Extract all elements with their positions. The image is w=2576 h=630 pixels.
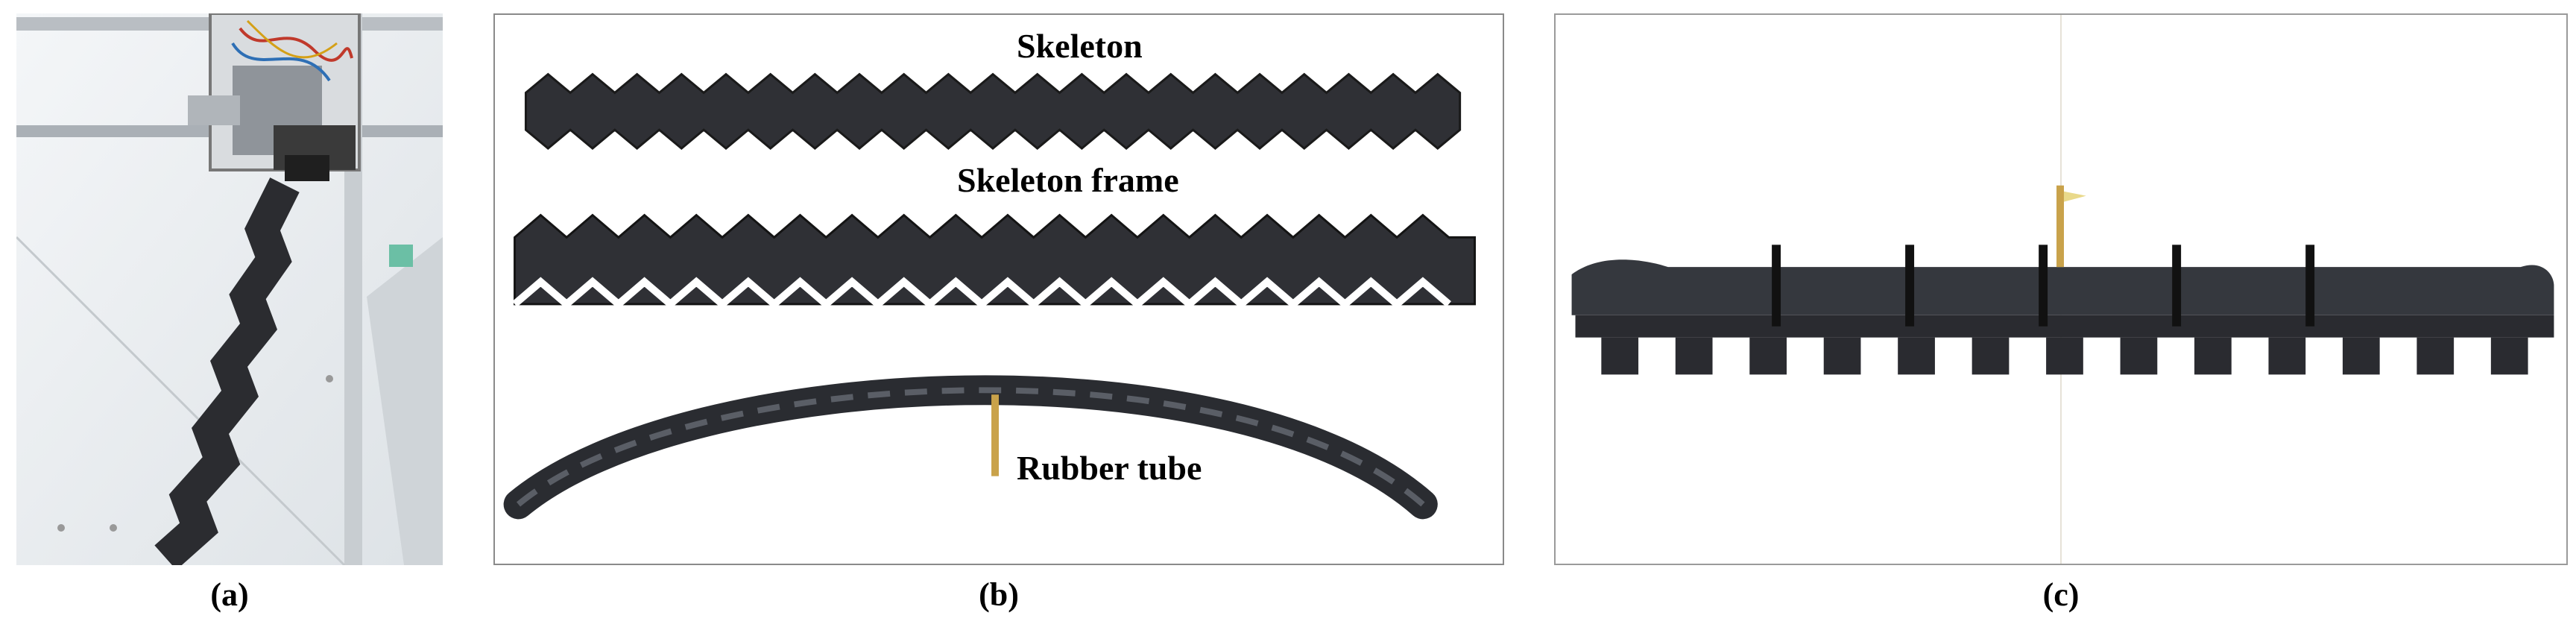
caption-c: (c) [2042, 576, 2080, 613]
rubber-tube-part [503, 375, 1438, 520]
valve [2056, 185, 2064, 268]
valve-stem [991, 394, 999, 476]
label-skeleton: Skeleton [1017, 27, 1143, 65]
label-skeleton-frame: Skeleton frame [957, 161, 1179, 199]
zip-ties [1772, 245, 2315, 327]
label-rubber-tube: Rubber tube [1017, 449, 1202, 487]
printer-photo-illustration [16, 13, 443, 565]
skeleton-part [524, 72, 1462, 150]
skeleton-frame-part [512, 213, 1477, 309]
assembled-tube [1571, 259, 2554, 315]
assembled-actuator-photo [1554, 13, 2568, 565]
components-illustration [503, 72, 1477, 520]
caption-b: (b) [979, 576, 1019, 613]
components-photo: Skeleton Skeleton frame Rubber tube [493, 13, 1504, 565]
photo-printer-bed [16, 13, 443, 565]
assembled-actuator-illustration [1571, 15, 2554, 564]
caption-a: (a) [210, 576, 249, 613]
assembled-skeleton [1575, 315, 2554, 375]
printed-skeleton [154, 177, 300, 565]
